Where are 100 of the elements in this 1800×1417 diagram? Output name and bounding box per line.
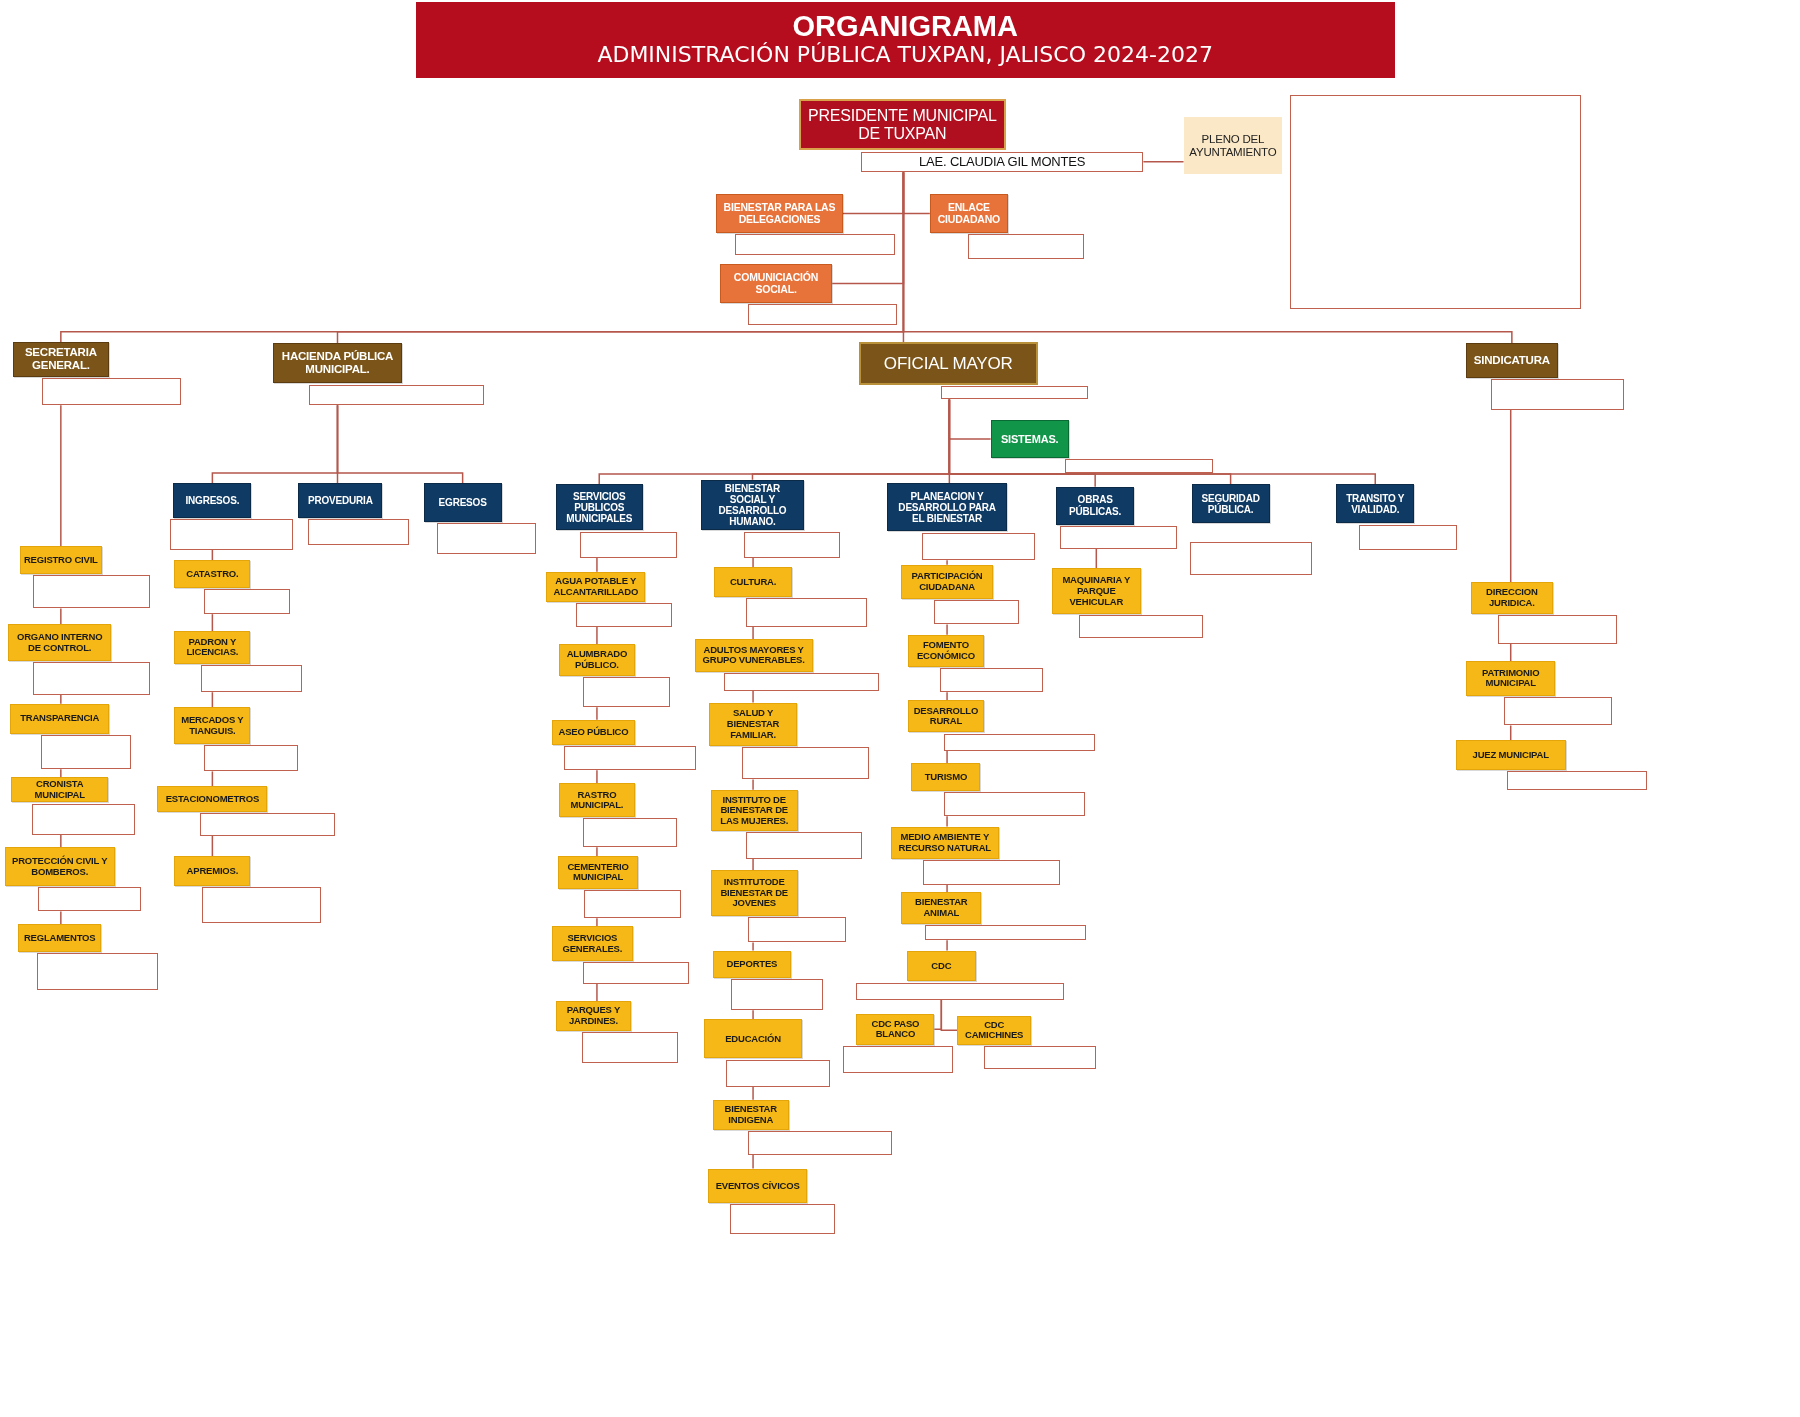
connector-line (596, 626, 598, 645)
empty-box (41, 734, 131, 770)
council-box: PLENO DEL AYUNTAMIENTO (1183, 117, 1283, 175)
connector-line (596, 557, 598, 573)
department-box: ALUMBRADO PÚBLICO. (559, 644, 635, 677)
department-box: SISTEMAS. (990, 420, 1069, 458)
department-box: CEMENTERIO MUNICIPAL (557, 856, 639, 889)
empty-box (1498, 615, 1618, 644)
empty-box (200, 664, 302, 693)
empty-box (582, 1032, 679, 1063)
department-box: MAQUINARIA Y PARQUE VEHICULAR (1051, 568, 1142, 615)
connector-line (752, 857, 754, 871)
department-box: TRANSPARENCIA (10, 703, 110, 734)
name-bar: LAE. CLAUDIA GIL MONTES (860, 151, 1144, 173)
connector-line (752, 1154, 754, 1170)
department-box: EDUCACIÓN (703, 1019, 803, 1059)
department-box: COMUNICIACIÓN SOCIAL. (719, 264, 833, 304)
empty-box (741, 747, 869, 780)
empty-box (1503, 696, 1612, 726)
connector-line (596, 917, 598, 928)
connector-line (946, 750, 948, 765)
department-box: JUEZ MUNICIPAL (1455, 740, 1566, 771)
empty-box (748, 304, 897, 325)
department-box: PARQUES Y JARDINES. (555, 1001, 632, 1031)
department-box: ENLACE CIUDADANO (929, 194, 1008, 233)
empty-box (925, 925, 1086, 941)
department-box: REGLAMENTOS (18, 924, 101, 952)
connector-line (902, 171, 1513, 344)
empty-box (1290, 95, 1581, 309)
empty-box (33, 662, 151, 695)
department-box: EVENTOS CÍVICOS (708, 1168, 807, 1204)
department-box: SECRETARIA GENERAL. (12, 342, 110, 377)
connector-line (946, 691, 948, 701)
department-box: SEGURIDAD PÚBLICA. (1191, 484, 1270, 524)
department-box: DIRECCION JURIDICA. (1470, 582, 1554, 615)
connector-line (596, 846, 598, 858)
department-box: BIENESTAR INDIGENA (712, 1099, 789, 1130)
empty-box (204, 588, 291, 615)
department-box: ASEO PÚBLICO (552, 719, 635, 745)
empty-box (943, 733, 1096, 751)
empty-box (1491, 378, 1625, 410)
department-box: BIENESTAR SOCIAL Y DESARROLLO HUMANO. (701, 479, 804, 531)
empty-box (584, 889, 681, 919)
connector-line (752, 557, 754, 568)
department-box: OFICIAL MAYOR (858, 342, 1038, 385)
empty-box (576, 602, 672, 627)
empty-box (730, 1204, 835, 1235)
empty-box (307, 518, 409, 546)
empty-box (734, 234, 896, 255)
empty-box (204, 745, 299, 772)
president-box: PRESIDENTE MUNICIPAL DE TUXPAN (798, 98, 1006, 151)
empty-box (1359, 524, 1457, 550)
department-box: FOMENTO ECONÓMICO (908, 634, 984, 667)
empty-box (33, 575, 151, 609)
empty-box (437, 523, 537, 555)
empty-box (941, 385, 1089, 400)
connector-line (1509, 409, 1512, 583)
department-box: OBRAS PÚBLICAS. (1056, 486, 1135, 525)
empty-box (583, 962, 689, 984)
connector-line (946, 815, 948, 828)
department-box: PLANEACION Y DESARROLLO PARA EL BIENESTAR (887, 483, 1007, 532)
connector-line (60, 693, 62, 705)
department-box: ESTACIONOMETROS (157, 786, 268, 812)
empty-box (743, 531, 841, 558)
department-box: MERCADOS Y TIANGUIS. (174, 707, 251, 744)
department-box: AGUA POTABLE Y ALCANTARILLADO (546, 571, 646, 602)
empty-box (37, 887, 142, 912)
connector-line (1142, 161, 1185, 163)
department-box: TURISMO (911, 763, 981, 791)
empty-box (748, 917, 847, 943)
empty-box (746, 598, 867, 627)
empty-box (748, 1130, 892, 1155)
connector-line (752, 1009, 754, 1021)
department-box: HACIENDA PÚBLICA MUNICIPAL. (273, 343, 402, 384)
empty-box (1065, 459, 1214, 473)
department-box: CDC CAMICHINES (957, 1015, 1031, 1045)
department-box: CDC (906, 950, 976, 982)
department-box: SERVICIOS GENERALES. (552, 926, 633, 961)
empty-box (922, 859, 1060, 886)
empty-box (856, 982, 1065, 1000)
department-box: SERVICIOS PUBLICOS MUNICIPALES (555, 484, 643, 531)
empty-box (199, 812, 336, 836)
connector-line (752, 690, 754, 704)
department-box: TRANSITO Y VIALIDAD. (1336, 484, 1415, 524)
empty-box (1059, 525, 1177, 549)
connector-line (596, 769, 598, 784)
department-box: DEPORTES (712, 950, 791, 979)
connector-line (752, 778, 754, 791)
empty-box (921, 532, 1036, 561)
department-box: PROVEDURIA (298, 483, 383, 518)
department-box: BIENESTAR PARA LAS DELEGACIONES (716, 194, 843, 233)
connector-line (940, 999, 959, 1032)
connector-line (60, 607, 62, 626)
empty-box (583, 677, 671, 708)
connector-line (948, 398, 1376, 486)
empty-box (940, 668, 1044, 693)
department-box: APREMIOS. (174, 856, 251, 887)
chart-title: ORGANIGRAMA (792, 10, 1018, 42)
connector-line (946, 939, 948, 952)
department-box: INSTITUTO DE BIENESTAR DE LAS MUJERES. (710, 789, 798, 832)
